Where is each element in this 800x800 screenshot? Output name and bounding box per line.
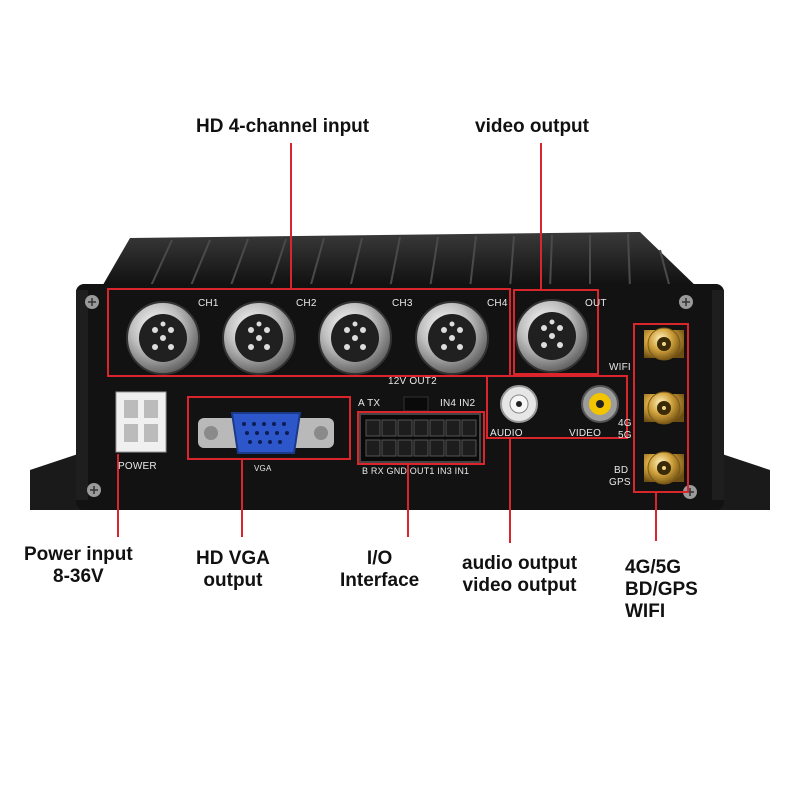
out-label: OUT [585,298,607,309]
heatsink-fins [100,232,700,290]
net-5g-label: 5G [618,430,632,441]
sma-antenna-connector [644,391,684,425]
power-port-label: POWER [118,461,157,472]
ch3-label: CH3 [392,298,413,309]
antenna-callout-line1: 4G/5G [625,557,681,578]
video-rca-jack [581,385,619,423]
io-callout-line1: I/O [366,548,393,569]
vga-callout: HD VGA output [196,548,270,592]
io-callout-line2: Interface [340,570,420,591]
io-terminal-block [359,396,481,463]
power-input-callout: Power input 8-36V [24,544,133,588]
vga-connector [198,412,334,454]
av-callout: audio output video output [462,553,577,597]
aviation-connector [222,301,296,375]
io-top-left-label: A TX [358,398,381,409]
power-connector [115,391,167,453]
audio-rca-jack [500,385,538,423]
vga-callout-line2: output [203,570,263,591]
io-bottom-label: B RX GND OUT1 IN3 IN1 [362,466,470,476]
aviation-connector [126,301,200,375]
power-callout-line2: 8-36V [53,566,104,587]
callout-lines [107,143,689,543]
hd-input-callout: HD 4-channel input [196,116,370,137]
ch1-label: CH1 [198,298,219,309]
aviation-connector [515,299,589,373]
sma-antenna-connector [644,451,684,485]
aviation-connector [415,301,489,375]
out2-label: 12V OUT2 [388,376,437,387]
av-callout-line2: video output [462,575,577,596]
video-port-label: VIDEO [569,428,602,439]
ch2-label: CH2 [296,298,317,309]
power-callout-line1: Power input [24,544,133,565]
av-callout-line1: audio output [462,553,578,574]
vga-callout-line1: HD VGA [196,548,270,569]
io-top-right-label: IN4 IN2 [440,398,476,409]
audio-port-label: AUDIO [490,428,523,439]
vga-port-label: VGA [254,464,272,473]
bd-label: BD [614,465,629,476]
net-4g-label: 4G [618,418,632,429]
antenna-callout-line2: BD/GPS [625,579,698,600]
aviation-connector [318,301,392,375]
wifi-port-label: WIFI [609,362,631,373]
ch4-label: CH4 [487,298,508,309]
antenna-callout-line3: WIFI [625,601,666,622]
video-output-callout: video output [475,116,589,137]
sma-antenna-connector [644,327,684,361]
io-callout: I/O Interface [340,548,419,592]
antenna-callout: 4G/5G BD/GPS WIFI [625,557,698,623]
screw [85,295,697,499]
gps-label: GPS [609,477,631,488]
